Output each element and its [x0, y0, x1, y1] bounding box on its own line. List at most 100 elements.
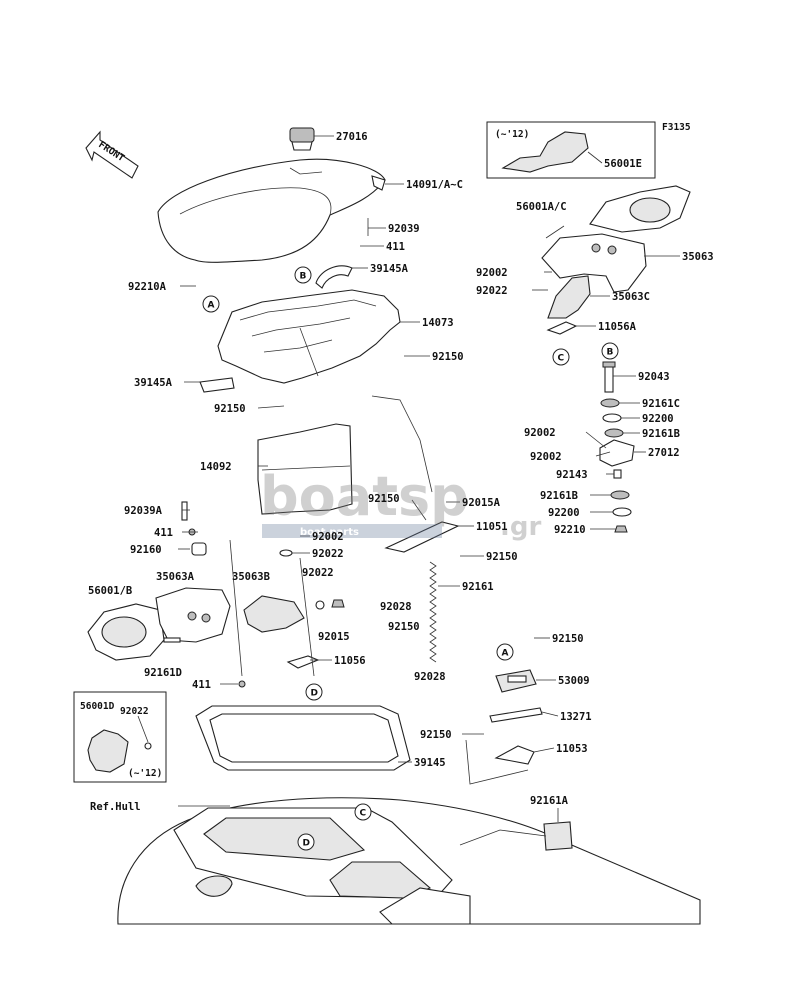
inset-note-top: (~'12)	[495, 129, 529, 140]
label-56001B: 56001/B	[88, 585, 132, 597]
label-14092: 14092	[200, 461, 232, 473]
label-411-mid: 411	[154, 527, 173, 539]
seat-cover	[157, 158, 386, 263]
label-35063B: 35063B	[232, 571, 270, 583]
mirror-bracket-left	[155, 587, 231, 643]
washer-92022-mid	[279, 549, 293, 557]
front-arrow: FRONT	[85, 130, 139, 179]
label-56001D: 56001D	[80, 701, 115, 712]
label-92039-top: 92039	[388, 223, 420, 235]
label-27016: 27016	[336, 131, 368, 143]
plate-11056A	[546, 321, 578, 335]
svg-text:D: D	[303, 839, 310, 849]
label-92022-r: 92022	[476, 285, 508, 297]
washer-92200-b	[612, 507, 632, 517]
ref-marker-C-right: C	[552, 348, 570, 366]
nut-92210	[614, 525, 628, 533]
label-92210: 92210	[554, 524, 586, 536]
label-92200-a: 92200	[642, 413, 674, 425]
ref-marker-C-hull: C	[354, 803, 372, 821]
label-11051: 11051	[476, 521, 508, 533]
label-92161C: 92161C	[642, 398, 680, 410]
label-92022-low: 92022	[302, 567, 334, 579]
bracket-11053	[494, 745, 535, 765]
label-11053: 11053	[556, 743, 588, 755]
figure-code: F3135	[662, 122, 691, 133]
label-13271: 13271	[560, 711, 592, 723]
svg-text:A: A	[502, 649, 509, 659]
bracket-35063C	[547, 275, 591, 319]
nut-92015	[331, 599, 345, 608]
mirror-right	[589, 185, 691, 233]
label-92015: 92015	[318, 631, 350, 643]
label-35063A: 35063A	[156, 571, 195, 583]
label-92210A: 92210A	[128, 281, 167, 293]
ref-marker-B-top: B	[294, 266, 312, 284]
label-11056: 11056	[334, 655, 366, 667]
mirror-small-top	[501, 131, 589, 173]
label-39145A-left: 39145A	[134, 377, 173, 389]
watermark-brand: boatsp	[260, 465, 469, 528]
label-27012: 27012	[648, 447, 680, 459]
ref-marker-A-left: A	[202, 295, 220, 313]
bracket-27012	[585, 431, 635, 467]
label-92150-d: 92150	[486, 551, 518, 563]
label-92022-inset: 92022	[120, 706, 149, 717]
label-92200-b: 92200	[548, 507, 580, 519]
plate-11056	[286, 655, 320, 669]
label-92043: 92043	[638, 371, 670, 383]
label-39145A-top: 39145A	[370, 263, 409, 275]
bolt-92043	[602, 361, 616, 393]
label-92002-mid: 92002	[312, 531, 344, 543]
watermark-tagline: boat.parts	[300, 527, 359, 538]
ref-marker-D-hull: D	[297, 833, 315, 851]
svg-text:C: C	[360, 809, 367, 819]
label-92150-b: 92150	[214, 403, 246, 415]
label-35063C: 35063C	[612, 291, 650, 303]
svg-text:C: C	[558, 354, 565, 364]
label-56001AC: 56001A/C	[516, 201, 567, 213]
label-92002-r3: 92002	[530, 451, 562, 463]
svg-text:B: B	[300, 272, 307, 282]
washer-92200-a	[602, 413, 622, 423]
bracket-35063B	[243, 595, 305, 633]
washer-92161B-b	[610, 490, 630, 500]
label-35063: 35063	[682, 251, 714, 263]
washer-92161B-a	[604, 428, 624, 438]
label-92161A: 92161A	[530, 795, 569, 807]
inset-note-bottom: (~'12)	[128, 768, 162, 779]
bolt-92039A	[181, 501, 188, 521]
mirror-left	[87, 603, 165, 661]
spring-92161	[429, 561, 437, 663]
watermark: boatsp .gr boat.parts	[260, 465, 541, 542]
ref-marker-A-right: A	[496, 643, 514, 661]
label-92161B-a: 92161B	[642, 428, 680, 440]
svg-text:A: A	[208, 301, 215, 311]
label-92161D: 92161D	[144, 667, 182, 679]
label-92161: 92161	[462, 581, 494, 593]
label-92015A: 92015A	[462, 497, 501, 509]
label-14073: 14073	[422, 317, 454, 329]
label-92150-a: 92150	[432, 351, 464, 363]
label-92039A: 92039A	[124, 505, 163, 517]
washer-92161C	[600, 398, 620, 408]
label-92022-mid: 92022	[312, 548, 344, 560]
lock-53009	[495, 669, 537, 693]
label-39145: 39145	[414, 757, 446, 769]
gasket-39145	[195, 705, 411, 771]
label-92143: 92143	[556, 469, 588, 481]
mirror-small-bottom	[87, 729, 129, 773]
inset-box-bottom: 56001D 92022 (~'12)	[73, 691, 167, 783]
watermark-suffix: .gr	[500, 512, 541, 542]
hull	[117, 797, 701, 925]
collar-92160	[191, 542, 207, 556]
label-92150-c: 92150	[368, 493, 400, 505]
leader-lines	[178, 135, 680, 846]
mirror-bracket-right	[541, 233, 647, 293]
ref-marker-D-left: D	[305, 683, 323, 701]
label-92028-b: 92028	[414, 671, 446, 683]
label-92150-e: 92150	[388, 621, 420, 633]
label-11056A: 11056A	[598, 321, 637, 333]
label-92028-a: 92028	[380, 601, 412, 613]
